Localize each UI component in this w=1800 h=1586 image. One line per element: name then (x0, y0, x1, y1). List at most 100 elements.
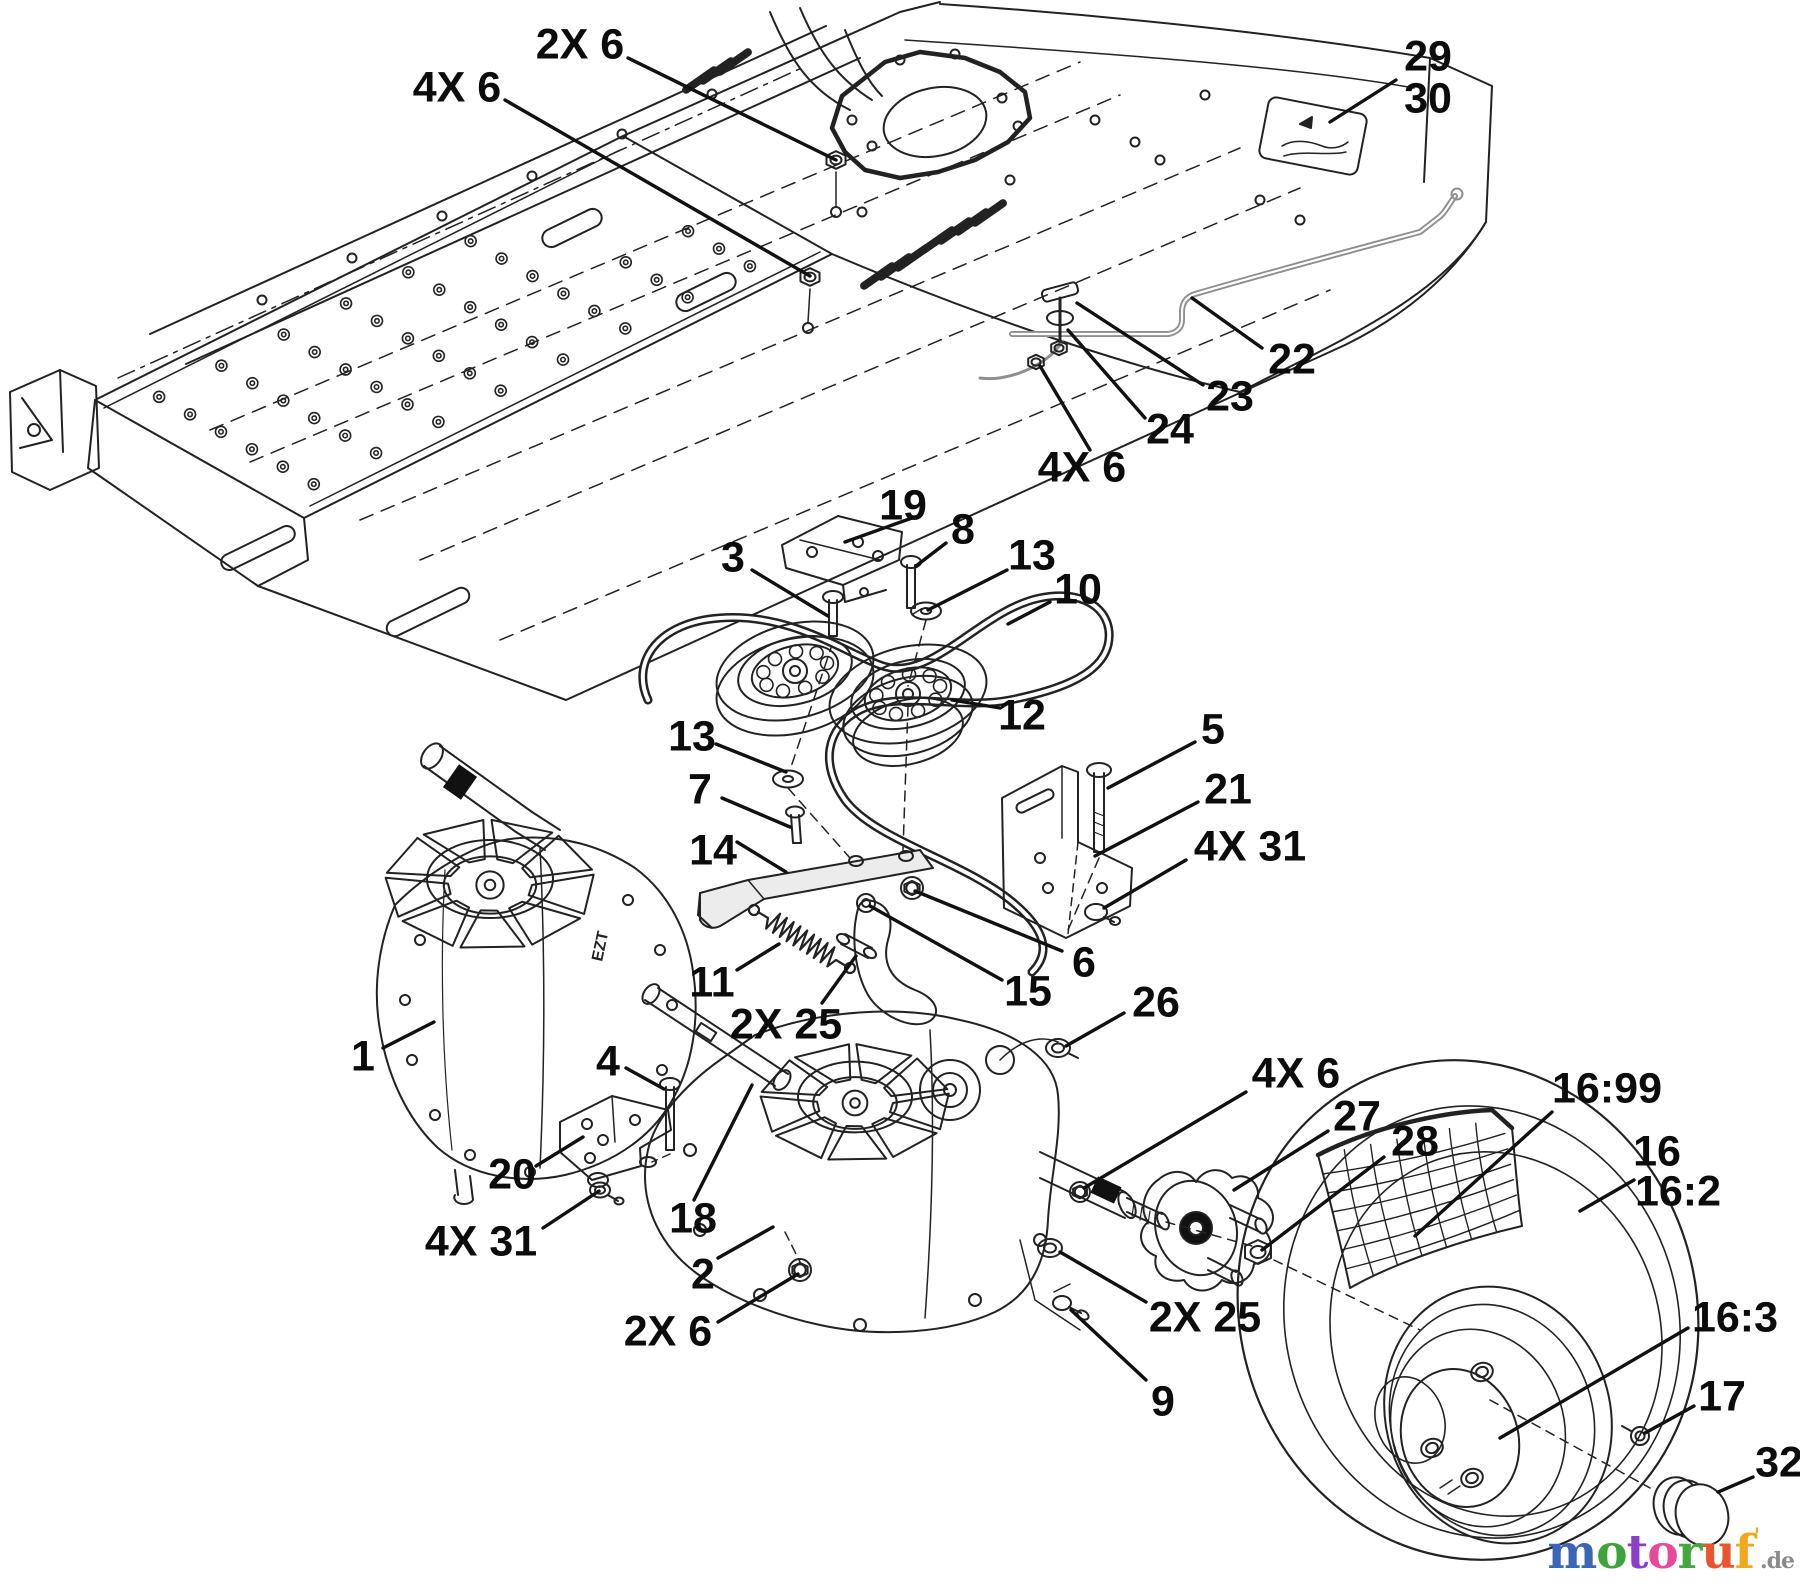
shaft-18 (641, 983, 792, 1091)
leader-line-16-99 (1413, 1110, 1554, 1238)
callout-2x25-b: 2X 25 (1148, 1293, 1262, 1342)
leader-line-3 (750, 568, 830, 618)
brake-rod-illustration (978, 187, 1464, 381)
leader-line-24 (1066, 328, 1147, 420)
callout-28: 28 (1391, 1117, 1439, 1166)
watermark-letter: o (1596, 1525, 1627, 1580)
idler-bracket-19 (781, 515, 903, 603)
bracket-21 (1001, 765, 1133, 939)
callout-4x31-l: 4X 31 (424, 1217, 538, 1266)
callout-13-up: 13 (1008, 531, 1056, 580)
leader-line-20 (534, 1135, 585, 1168)
leader-line-28 (1260, 1155, 1386, 1252)
belt-and-idlers-illustration (638, 515, 1114, 977)
leader-line-13-lo (714, 742, 788, 774)
callout-20: 20 (488, 1150, 536, 1199)
leader-line-12 (950, 698, 1002, 710)
leader-line-19 (843, 516, 914, 544)
callout-23: 23 (1206, 372, 1254, 421)
leader-line-8 (914, 541, 948, 568)
leader-line-26 (1064, 1011, 1126, 1048)
callout-27: 27 (1333, 1092, 1381, 1141)
bolt-7 (785, 805, 805, 844)
leader-line-2x25-l (820, 954, 858, 1005)
leader-line-7 (720, 796, 792, 829)
callout-4x6-axle: 4X 6 (1251, 1049, 1341, 1098)
leader-line-18 (692, 1083, 754, 1202)
callout-18: 18 (669, 1194, 717, 1243)
callout-24: 24 (1146, 405, 1194, 454)
leader-line-9 (1069, 1308, 1148, 1382)
bolt-31-right (1084, 903, 1121, 926)
mount-hardware-illustration (559, 983, 792, 1206)
callout-2: 2 (691, 1250, 715, 1299)
bolt-4 (639, 1077, 681, 1168)
leader-line-5 (1106, 740, 1197, 790)
leader-line-16-2 (1578, 1178, 1636, 1213)
leader-line-6 (913, 889, 1064, 953)
model-decal (1258, 96, 1368, 176)
washer-13-lower (772, 769, 851, 859)
callout-4x31-r: 4X 31 (1193, 822, 1307, 871)
leader-line-4x6-mid (1038, 364, 1092, 452)
chassis-frame-illustration (9, 1, 1493, 701)
leader-line-2x6-bot (716, 1272, 800, 1324)
watermark-tick: ' (1753, 1523, 1760, 1547)
ezt-label: EZT (589, 930, 612, 963)
callout-16-99: 16:99 (1552, 1064, 1662, 1113)
callout-14: 14 (689, 826, 737, 875)
watermark-suffix: .de (1759, 1548, 1795, 1574)
bracket-15 (853, 893, 938, 1026)
callout-1: 1 (351, 1032, 375, 1081)
bolt-26 (1045, 1038, 1079, 1059)
brake-link-illustration (978, 281, 1080, 381)
callout-13-lo: 13 (668, 712, 716, 761)
leader-line-4x6-top (503, 98, 812, 278)
callout-5: 5 (1201, 705, 1225, 754)
callout-6: 6 (1072, 938, 1096, 987)
callout-2x25-l: 2X 25 (729, 1000, 843, 1049)
flange-nut-6 (900, 876, 924, 900)
callout-10: 10 (1054, 565, 1102, 614)
callout-2x6-top: 2X 6 (535, 20, 625, 69)
axle-nut-28 (1244, 1239, 1272, 1265)
motoruf-watermark: motoruf'.de (1547, 1523, 1796, 1580)
leader-line-4x6-axle (1082, 1090, 1248, 1190)
washer-13-upper (902, 601, 942, 851)
leader-line-4x31-r (1102, 858, 1188, 910)
leader-line-17 (1643, 1404, 1696, 1435)
callout-11: 11 (689, 958, 735, 1007)
idler-arm-hardware-illustration (697, 762, 1133, 1059)
callout-2x6-bot: 2X 6 (623, 1307, 713, 1356)
callout-26: 26 (1132, 978, 1180, 1027)
callout-19: 19 (879, 481, 927, 530)
leader-line-30 (1328, 78, 1398, 124)
callout-29: 29 (1404, 32, 1452, 81)
watermark-letter: o (1647, 1525, 1678, 1580)
callout-12: 12 (998, 691, 1046, 740)
leader-line-2x25-b (1058, 1250, 1148, 1304)
leader-lines (381, 56, 1755, 1494)
watermark-letter: f (1734, 1525, 1755, 1580)
leader-line-13-up (926, 568, 1009, 612)
watermark-letter: m (1547, 1525, 1598, 1580)
callout-30: 30 (1404, 74, 1452, 123)
leader-line-4 (624, 1066, 666, 1091)
left-transaxle-illustration: EZT (375, 742, 697, 1205)
leader-line-2x6-top (626, 56, 838, 162)
callout-22: 22 (1268, 335, 1316, 384)
leader-line-4x31-l (541, 1189, 601, 1230)
leader-line-22 (1190, 296, 1264, 350)
leader-line-11 (735, 942, 781, 972)
flange-nut-axle (1069, 1181, 1091, 1203)
leader-line-21 (1093, 800, 1200, 858)
bolt-3 (789, 590, 844, 771)
leader-line-27 (1232, 1129, 1330, 1192)
callout-4x6-mid: 4X 6 (1037, 443, 1127, 492)
bracket-20 (559, 1095, 672, 1181)
bolt-31-left (589, 1181, 625, 1206)
callout-17: 17 (1698, 1372, 1746, 1421)
leader-line-1 (381, 1020, 436, 1050)
vent-slots (682, 48, 1007, 290)
